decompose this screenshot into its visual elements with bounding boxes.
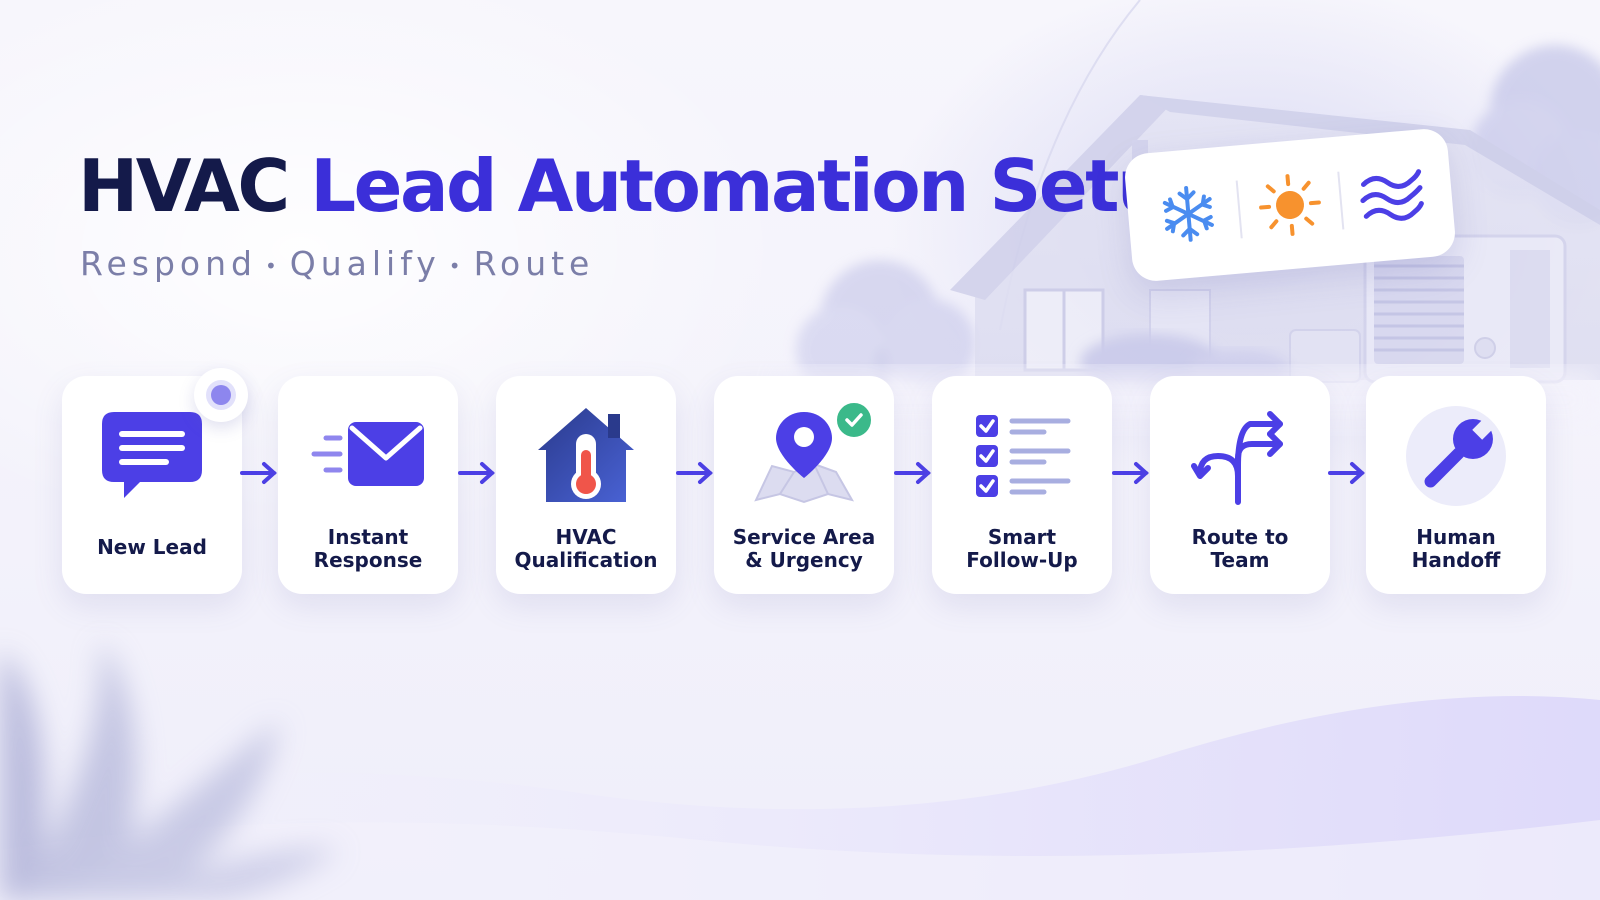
- subtitle-item-route: Route: [473, 244, 595, 283]
- flow-arrow-4: [894, 462, 931, 484]
- checklist-icon: [932, 402, 1112, 510]
- snowflake-icon: [1151, 176, 1227, 252]
- subtitle-item-qualify: Qualify: [289, 244, 441, 283]
- subtitle-item-respond: Respond: [80, 244, 257, 283]
- step-card-new-lead: New Lead: [62, 376, 242, 594]
- map-pin-icon: [714, 402, 894, 510]
- air-flow-icon: [1353, 158, 1429, 234]
- title-dark: HVAC: [78, 144, 290, 228]
- step-card-instant-response: Instant Response: [278, 376, 458, 594]
- check-icon: [834, 400, 874, 440]
- house-thermometer-icon: [496, 402, 676, 510]
- panel-divider: [1235, 180, 1243, 239]
- step-card-hvac-qualification: HVAC Qualification: [496, 376, 676, 594]
- subtitle: Respond • Qualify • Route: [80, 244, 594, 283]
- flow-arrow-5: [1112, 462, 1149, 484]
- step-card-service-area: Service Area & Urgency: [714, 376, 894, 594]
- step-label: HVAC Qualification: [514, 525, 658, 572]
- tree-left: [796, 260, 976, 410]
- route-split-icon: [1150, 402, 1330, 510]
- step-card-route-to-team: Route to Team: [1150, 376, 1330, 594]
- title-accent: Lead Automation Setup: [310, 144, 1217, 228]
- flow-arrow-6: [1328, 462, 1365, 484]
- step-label: Route to Team: [1191, 525, 1289, 572]
- flow-arrow-3: [676, 462, 713, 484]
- flow-arrow-1: [240, 462, 277, 484]
- page-title: HVAC Lead Automation Setup: [78, 150, 1217, 222]
- flow-arrow-2: [458, 462, 495, 484]
- plant-leaves: [0, 640, 340, 900]
- step-label: Instant Response: [313, 525, 423, 572]
- step-label: Smart Follow-Up: [966, 525, 1078, 572]
- new-lead-notification-dot: [194, 368, 248, 422]
- chat-bubble-icon: [62, 402, 242, 510]
- panel-divider: [1337, 171, 1345, 230]
- subtitle-separator: •: [448, 253, 466, 278]
- step-card-smart-follow-up: Smart Follow-Up: [932, 376, 1112, 594]
- wrench-icon: [1366, 402, 1546, 510]
- climate-icons-panel: [1123, 127, 1457, 283]
- subtitle-separator: •: [264, 253, 282, 278]
- step-label: Service Area & Urgency: [732, 525, 876, 572]
- sun-icon: [1252, 167, 1328, 243]
- step-label: Human Handoff: [1411, 525, 1501, 572]
- envelope-icon: [278, 402, 458, 510]
- step-label: New Lead: [97, 535, 207, 559]
- step-card-human-handoff: Human Handoff: [1366, 376, 1546, 594]
